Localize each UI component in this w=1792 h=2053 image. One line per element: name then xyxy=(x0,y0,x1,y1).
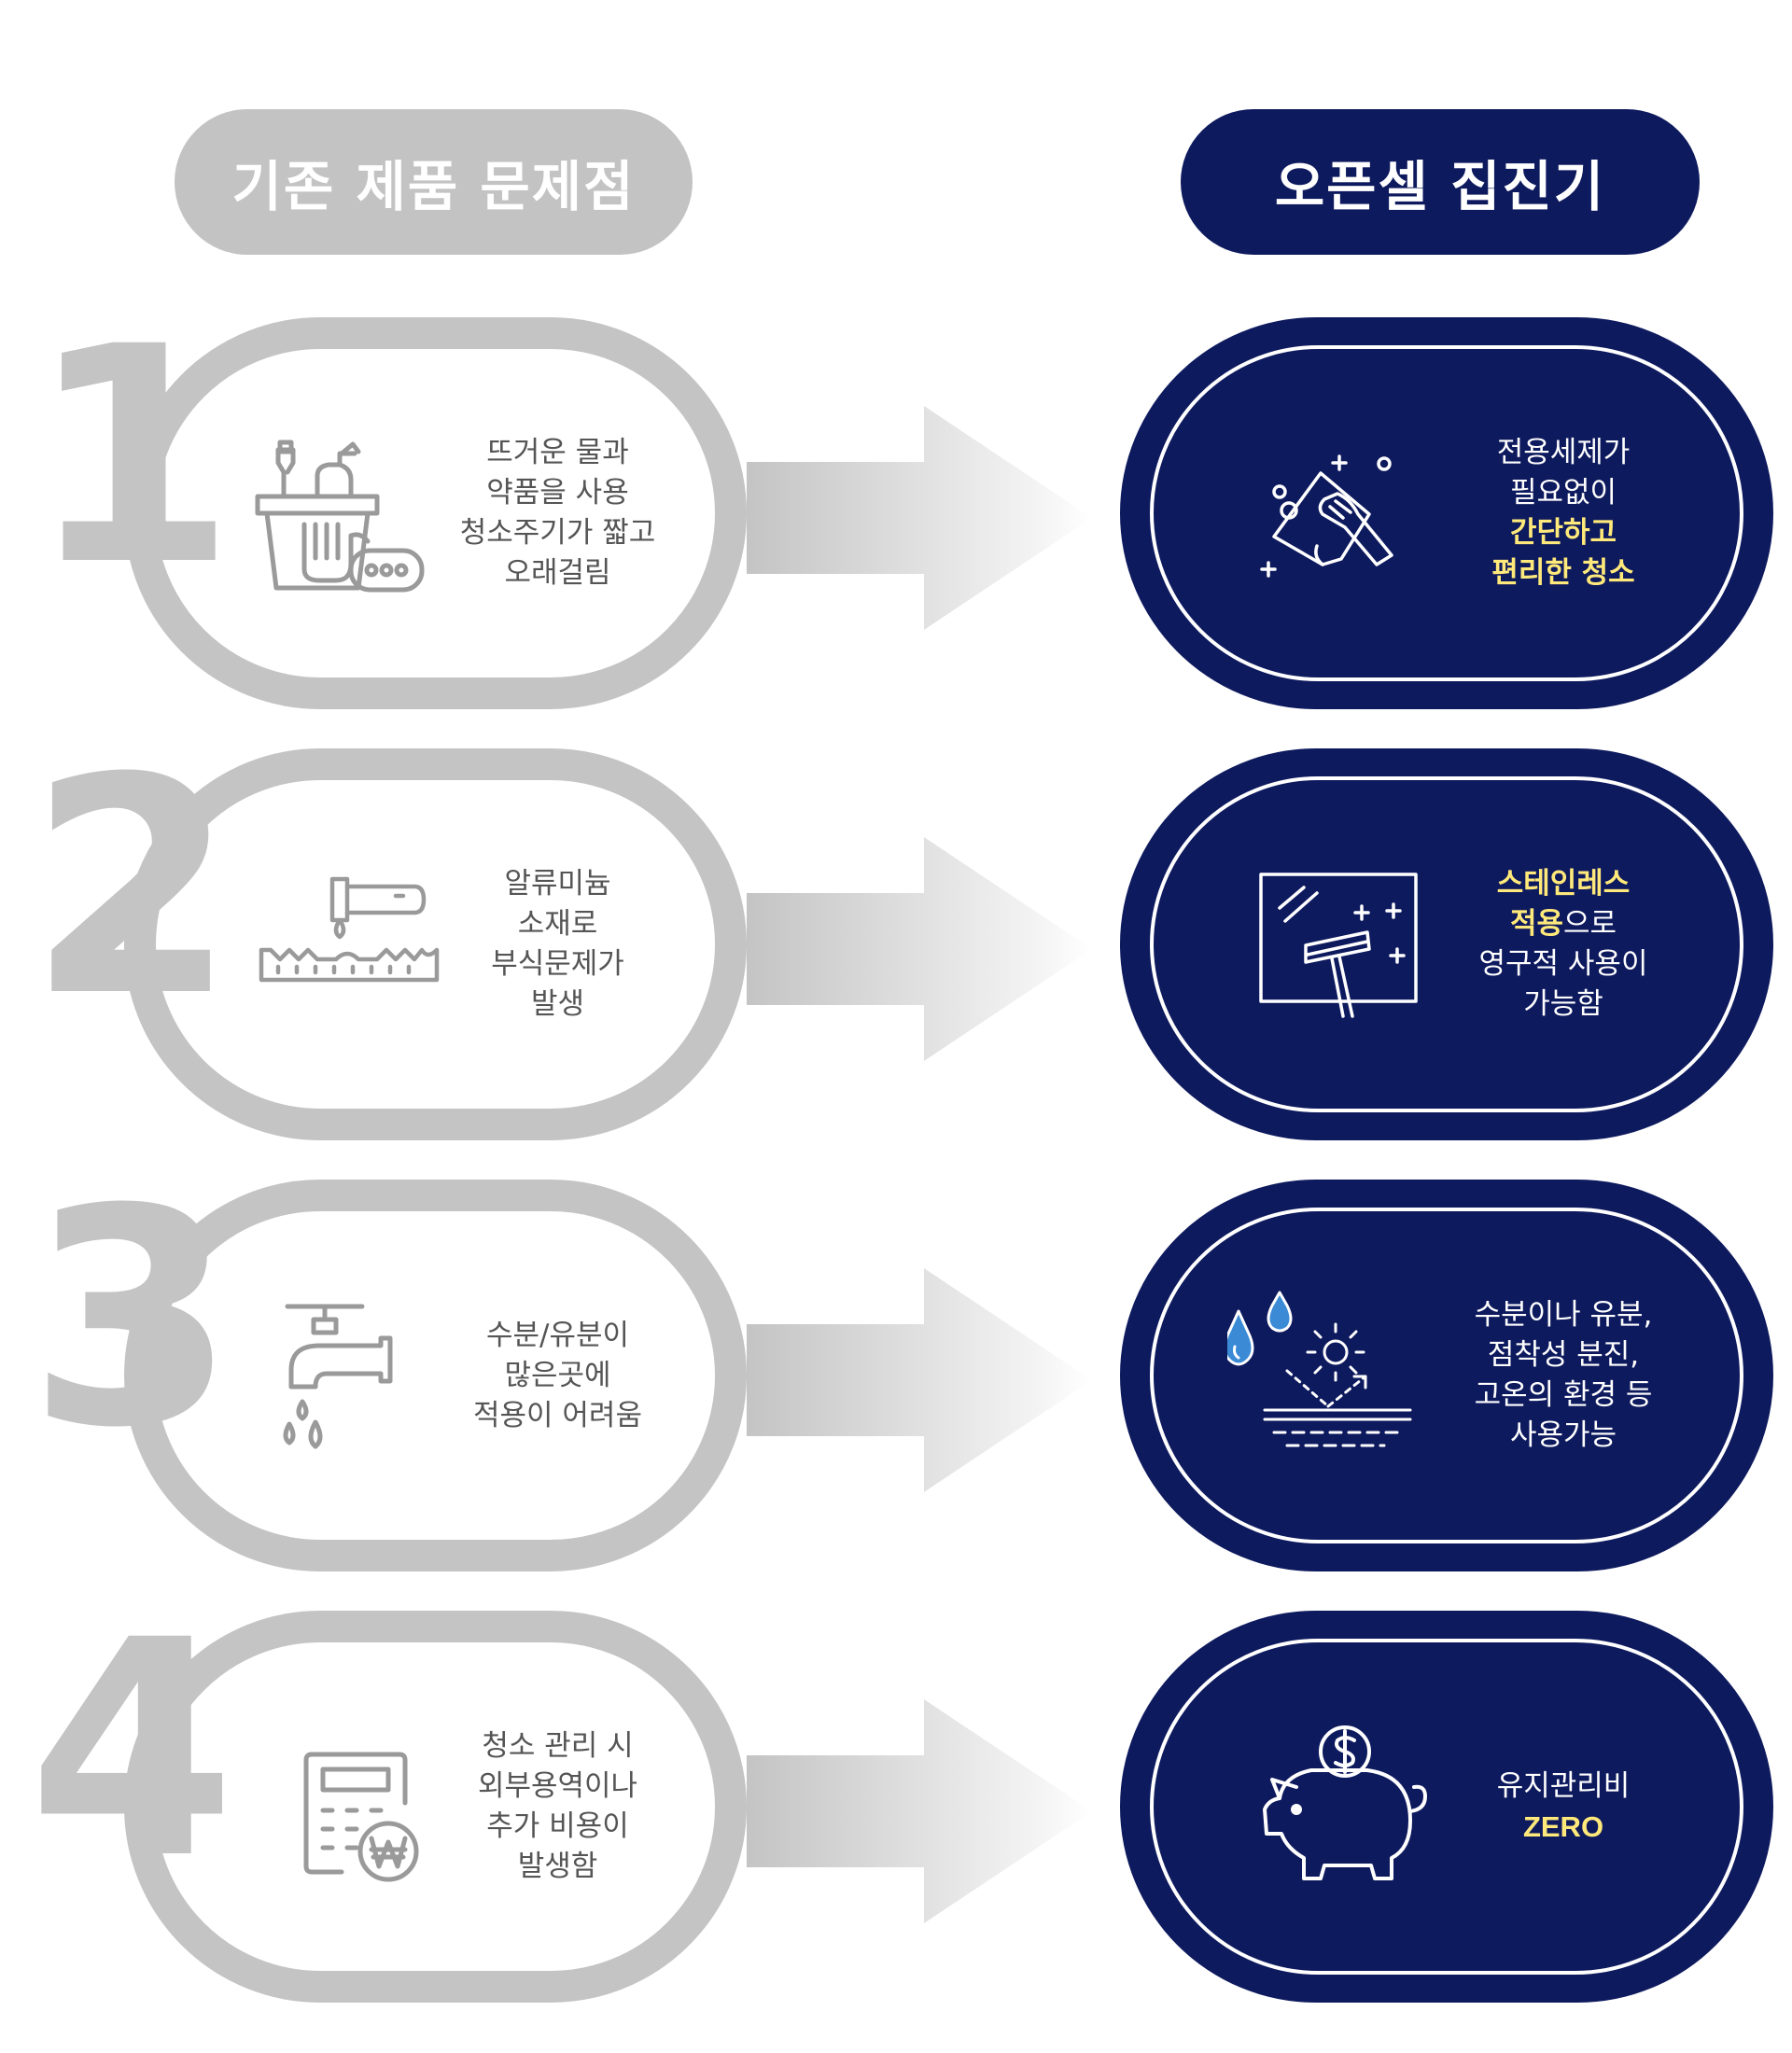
row-number: 2 xyxy=(28,715,236,1062)
problem-line: 오래걸림 xyxy=(504,556,611,590)
problem-line: 발생함 xyxy=(517,1850,598,1883)
solution-pill-inner-ring xyxy=(1150,1208,1743,1543)
problem-text: 청소 관리 시 외부용역이나 추가 비용이 발생함 xyxy=(434,1713,681,1900)
problem-line: 추가 비용이 xyxy=(486,1809,629,1843)
corrosion-icon xyxy=(259,876,440,983)
arrow-right-icon xyxy=(747,1268,1092,1492)
problem-line: 소재로 xyxy=(517,907,598,941)
problem-line: 알류미늄 xyxy=(504,867,611,901)
problem-text: 수분/유분이 많은곳에 적용이 어려움 xyxy=(434,1282,681,1469)
comparison-row-1: 1 뜨거운 물과 약품을 사용 청소주기가 짧고 오래걸림 전용세제가 필요없이… xyxy=(0,284,1792,709)
problem-line: 외부용역이나 xyxy=(477,1769,638,1803)
solution-line: 고온의 환경 등 xyxy=(1474,1378,1653,1412)
solution-line: 편리한 청소 xyxy=(1491,556,1635,590)
solution-line: 전용세제가 xyxy=(1496,436,1631,469)
piggy-bank-icon xyxy=(1263,1725,1427,1880)
problem-line: 청소 관리 시 xyxy=(482,1729,634,1763)
header-left-title: 기존 제품 문제점 xyxy=(231,155,636,218)
header-existing-problems: 기존 제품 문제점 xyxy=(175,109,693,255)
wiping-cloth-icon xyxy=(1260,454,1393,578)
row-number: 1 xyxy=(28,284,236,631)
squeegee-icon xyxy=(1259,873,1418,1018)
cleaning-supplies-icon xyxy=(255,440,425,593)
solution-line: 스테인레스 xyxy=(1496,867,1631,901)
water-sun-reflect-icon xyxy=(1227,1291,1412,1447)
solution-pill-inner-ring xyxy=(1150,1639,1743,1975)
arrow-right-icon xyxy=(747,406,1092,630)
solution-line: 사용가능 xyxy=(1509,1418,1617,1452)
faucet-icon xyxy=(283,1304,393,1449)
solution-text: 유지관리비 ZERO xyxy=(1437,1704,1689,1909)
solution-line: 영구적 사용이 xyxy=(1478,947,1648,981)
solution-line: 유지관리비 xyxy=(1496,1768,1631,1803)
comparison-row-4: 4 청소 관리 시 외부용역이나 추가 비용이 발생함 유지관리비 ZERO xyxy=(0,1577,1792,2003)
arrow-right-icon xyxy=(747,1699,1092,1923)
arrow-right-icon xyxy=(747,837,1092,1061)
solution-line: 적용으로 xyxy=(1509,907,1617,941)
calculator-won-icon xyxy=(303,1752,419,1882)
solution-line: 점착성 분진, xyxy=(1487,1338,1640,1372)
problem-line: 적용이 어려움 xyxy=(473,1398,642,1432)
problem-line: 청소주기가 짧고 xyxy=(459,516,656,550)
problem-line: 발생 xyxy=(530,987,585,1021)
solution-line: 간단하고 xyxy=(1509,516,1617,550)
solution-pill-inner-ring xyxy=(1150,776,1743,1112)
problem-text: 알류미늄 소재로 부식문제가 발생 xyxy=(434,851,681,1038)
comparison-row-3: 3 수분/유분이 많은곳에 적용이 어려움 수분이나 유분, 점착성 분진, 고… xyxy=(0,1146,1792,1571)
problem-line: 많은곳에 xyxy=(504,1358,611,1392)
problem-text: 뜨거운 물과 약품을 사용 청소주기가 짧고 오래걸림 xyxy=(434,420,681,607)
solution-line: ZERO xyxy=(1522,1809,1604,1843)
solution-line: 가능함 xyxy=(1523,987,1603,1021)
solution-pill-inner-ring xyxy=(1150,345,1743,681)
problem-line: 부식문제가 xyxy=(491,947,624,981)
problem-line: 뜨거운 물과 xyxy=(486,436,629,469)
row-number: 3 xyxy=(28,1146,236,1493)
header-opencell-collector: 오픈셀 집진기 xyxy=(1181,109,1700,255)
solution-line: 수분이나 유분, xyxy=(1474,1298,1653,1332)
solution-text: 스테인레스 적용으로 영구적 사용이 가능함 xyxy=(1437,842,1689,1047)
solution-text: 수분이나 유분, 점착성 분진, 고온의 환경 등 사용가능 xyxy=(1437,1273,1689,1478)
comparison-row-2: 2 알류미늄 소재로 부식문제가 발생 스테인레스 적용으로 영구적 사용이 가… xyxy=(0,715,1792,1140)
header-right-title: 오픈셀 집진기 xyxy=(1274,155,1606,218)
problem-line: 약품을 사용 xyxy=(486,476,629,510)
solution-line: 필요없이 xyxy=(1509,476,1617,510)
problem-line: 수분/유분이 xyxy=(485,1318,630,1352)
row-number: 4 xyxy=(28,1577,236,1924)
solution-text: 전용세제가 필요없이 간단하고 편리한 청소 xyxy=(1437,411,1689,616)
